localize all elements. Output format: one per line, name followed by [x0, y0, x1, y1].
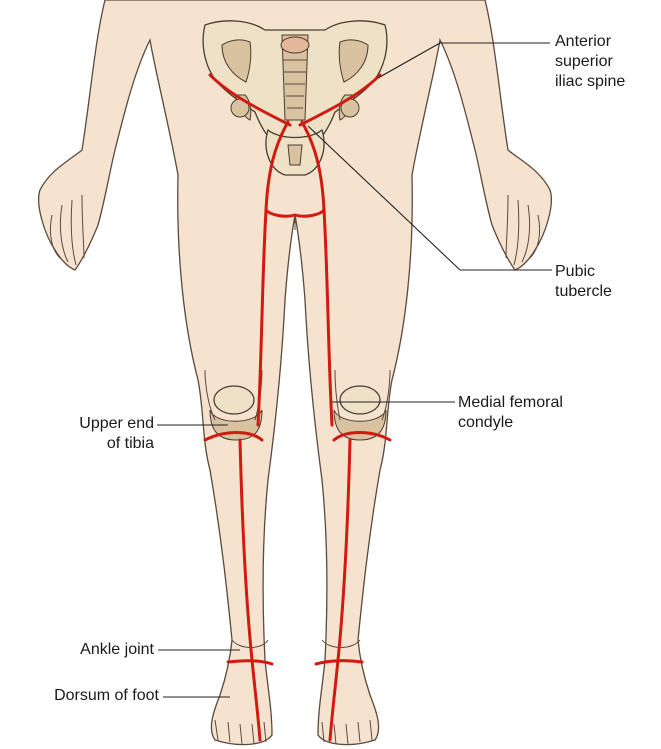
- label-pubic-line2: tubercle: [555, 282, 612, 302]
- label-ankle-joint: Ankle joint: [80, 640, 154, 660]
- label-ankle-text: Ankle joint: [80, 640, 154, 660]
- label-asis-line1: Anterior: [555, 32, 625, 52]
- label-medial-line1: Medial femoral: [458, 393, 563, 413]
- label-upper-end-of-tibia: Upper end of tibia: [79, 414, 154, 454]
- label-asis-line2: superior: [555, 52, 625, 72]
- label-anterior-superior-iliac-spine: Anterior superior iliac spine: [555, 32, 625, 92]
- label-medial-femoral-condyle: Medial femoral condyle: [458, 393, 563, 433]
- label-asis-line3: iliac spine: [555, 72, 625, 92]
- label-tibia-line2: of tibia: [79, 434, 154, 454]
- label-tibia-line1: Upper end: [79, 414, 154, 434]
- label-pubic-tubercle: Pubic tubercle: [555, 262, 612, 302]
- label-dorsum-text: Dorsum of foot: [54, 686, 159, 706]
- label-medial-line2: condyle: [458, 413, 563, 433]
- label-pubic-line1: Pubic: [555, 262, 612, 282]
- label-dorsum-of-foot: Dorsum of foot: [54, 686, 159, 706]
